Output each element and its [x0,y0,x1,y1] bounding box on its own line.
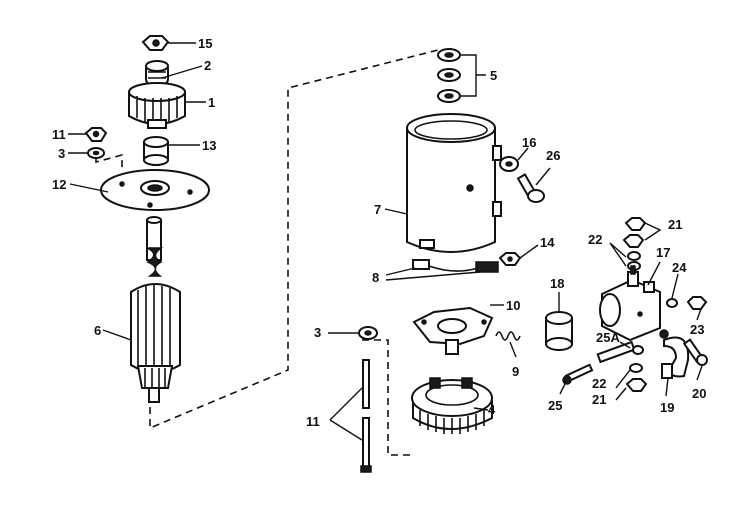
part-20-bracket-bolt [682,338,708,366]
part-5-thrust-washers [437,48,461,103]
callout-2: 2 [204,58,211,73]
callout-20: 20 [692,386,706,401]
part-24-washer [666,298,678,308]
part-15-nut [141,35,170,51]
part-14-terminal-nut [498,252,522,266]
callout-21-upper: 21 [668,217,682,232]
callout-9: 9 [512,364,519,379]
callout-17: 17 [656,245,670,260]
part-16-washer [499,156,519,172]
part-7-field-frame [406,113,502,253]
callout-11-lower: 11 [306,414,320,429]
leader-lines [68,42,703,441]
part-25A-plunger [596,340,644,364]
part-21-terminal-nuts-upper [622,217,647,248]
callout-5: 5 [490,68,497,83]
callout-1: 1 [208,95,215,110]
callout-3-lower: 3 [314,325,321,340]
callout-21-lower: 21 [592,392,606,407]
part-18-solenoid-boot [545,311,573,351]
part-11-lock-nut [84,127,108,142]
assembly-line-armature-to-brushes [149,49,439,430]
part-6-armature [130,216,181,403]
callout-7: 7 [374,202,381,217]
callout-15: 15 [198,36,212,51]
part-1-drive-assembly [128,82,186,129]
callout-24: 24 [672,260,687,275]
callout-23: 23 [690,322,704,337]
part-25-screw [562,363,594,385]
part-23-nut [686,296,708,310]
callout-6: 6 [94,323,101,338]
callout-22-lower: 22 [592,376,606,391]
part-26-bolt [516,173,545,203]
part-21-nut-lower [625,378,648,392]
part-3-washer-lower [358,326,378,340]
part-10-brush-plate [412,306,494,355]
callout-10: 10 [506,298,520,313]
assembly-line-drive-to-plate [95,153,123,168]
callout-8: 8 [372,270,379,285]
callout-18: 18 [550,276,564,291]
part-19-mounting-bracket [659,329,690,379]
callout-19: 19 [660,400,674,415]
callout-25: 25 [548,398,562,413]
part-9-brush-springs [495,331,521,341]
callout-12: 12 [52,177,66,192]
part-22-lock-washer-lower [629,363,643,373]
callout-16: 16 [522,135,536,150]
assembly-line-screw-to-frame [362,339,410,456]
callout-25A: 25A [596,330,620,345]
part-4-end-frame [411,377,493,434]
part-3-lock-washer [87,147,105,159]
part-11-through-bolts [360,359,372,473]
callout-3-upper: 3 [58,146,65,161]
callout-14: 14 [540,235,555,250]
callout-26: 26 [546,148,560,163]
callout-22-upper: 22 [588,232,602,247]
callout-4: 4 [488,402,496,417]
callout-11-upper: 11 [52,127,66,142]
callout-13: 13 [202,138,216,153]
part-8-brush-leads [412,259,499,273]
part-2-pinion-gear [145,60,169,86]
callout-labels: 15 2 1 11 3 13 12 6 5 16 26 7 8 14 21 22… [52,36,706,429]
part-13-bushing [143,136,169,166]
part-17-solenoid [599,265,661,342]
part-12-end-plate [100,169,210,211]
